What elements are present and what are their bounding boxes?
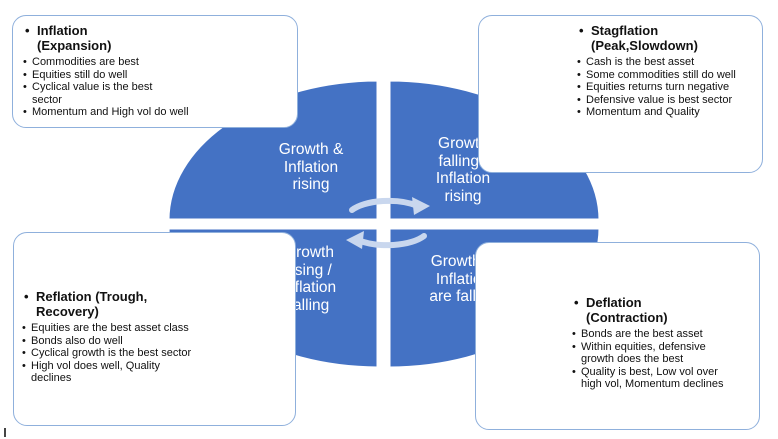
title-line: Recovery) (36, 304, 99, 319)
stagflation-title: Stagflation (Peak,Slowdown) (577, 23, 762, 53)
quadrant-line: falling (288, 296, 330, 314)
quadrant-line: Growth (284, 244, 334, 261)
quadrant-line: Growth & (278, 141, 344, 158)
title-line: Stagflation (591, 23, 659, 38)
list-item: High vol does well, Quality declines (22, 360, 171, 385)
title-line: (Peak,Slowdown) (591, 38, 698, 53)
list-item: Within equities, defensive growth does t… (572, 341, 731, 366)
title-line: Inflation (37, 23, 88, 38)
list-item: Quality is best, Low vol over high vol, … (572, 366, 736, 391)
quadrant-line: Growth (438, 135, 488, 152)
quadrant-line: falling / (438, 152, 488, 170)
title-line: (Contraction) (586, 310, 668, 325)
quadrant-line: Inflation (435, 170, 491, 187)
list-item: Some commodities still do well (577, 69, 754, 82)
quadrant-line: rising / (286, 261, 332, 279)
list-item: Equities still do well (23, 69, 202, 82)
list-item: Defensive value is best sector (577, 94, 751, 107)
list-item: Equities returns turn negative (577, 81, 751, 94)
title-line: Deflation (586, 295, 642, 310)
list-item: Cyclical growth is the best sector (22, 347, 196, 360)
reflation-list: Equities are the best asset class Bonds … (22, 322, 295, 385)
list-item: Cash is the best asset (577, 56, 754, 69)
reflation-box: Reflation (Trough, Recovery) Equities ar… (13, 232, 296, 426)
reflation-title: Reflation (Trough, Recovery) (22, 289, 295, 319)
deflation-box: Deflation (Contraction) Bonds are the be… (475, 242, 760, 430)
inflation-title: Inflation (Expansion) (23, 23, 297, 53)
cycle-arrowheads (346, 197, 430, 249)
quadrant-label-growth-falling-inflation-rising: Growth falling / Inflation rising (404, 135, 522, 205)
list-item: Cyclical value is the best sector (23, 81, 182, 106)
list-item: Momentum and High vol do well (23, 106, 202, 119)
title-line: (Expansion) (37, 38, 112, 53)
list-item: Commodities are best (23, 56, 202, 69)
inflation-list: Commodities are best Equities still do w… (23, 56, 297, 119)
deflation-title: Deflation (Contraction) (572, 295, 759, 325)
title-line: Reflation (Trough, (36, 289, 148, 304)
list-item: Bonds also do well (22, 335, 191, 348)
quadrant-label-growth-inflation-rising: Growth & Inflation rising (246, 141, 376, 194)
list-item: Equities are the best asset class (22, 322, 191, 335)
list-item: Bonds are the best asset (572, 328, 731, 341)
cycle-arrows (349, 197, 427, 249)
quadrant-line: Inflation (283, 158, 339, 176)
quadrant-line: rising (444, 187, 482, 205)
deflation-list: Bonds are the best asset Within equities… (572, 328, 759, 391)
list-item: Momentum and Quality (577, 106, 716, 119)
inflation-box: Inflation (Expansion) Commodities are be… (12, 15, 298, 128)
edge-mark (4, 428, 6, 437)
quadrant-line: rising (292, 176, 330, 193)
stagflation-list: Cash is the best asset Some commodities … (577, 56, 762, 119)
stagflation-box: Stagflation (Peak,Slowdown) Cash is the … (478, 15, 763, 173)
